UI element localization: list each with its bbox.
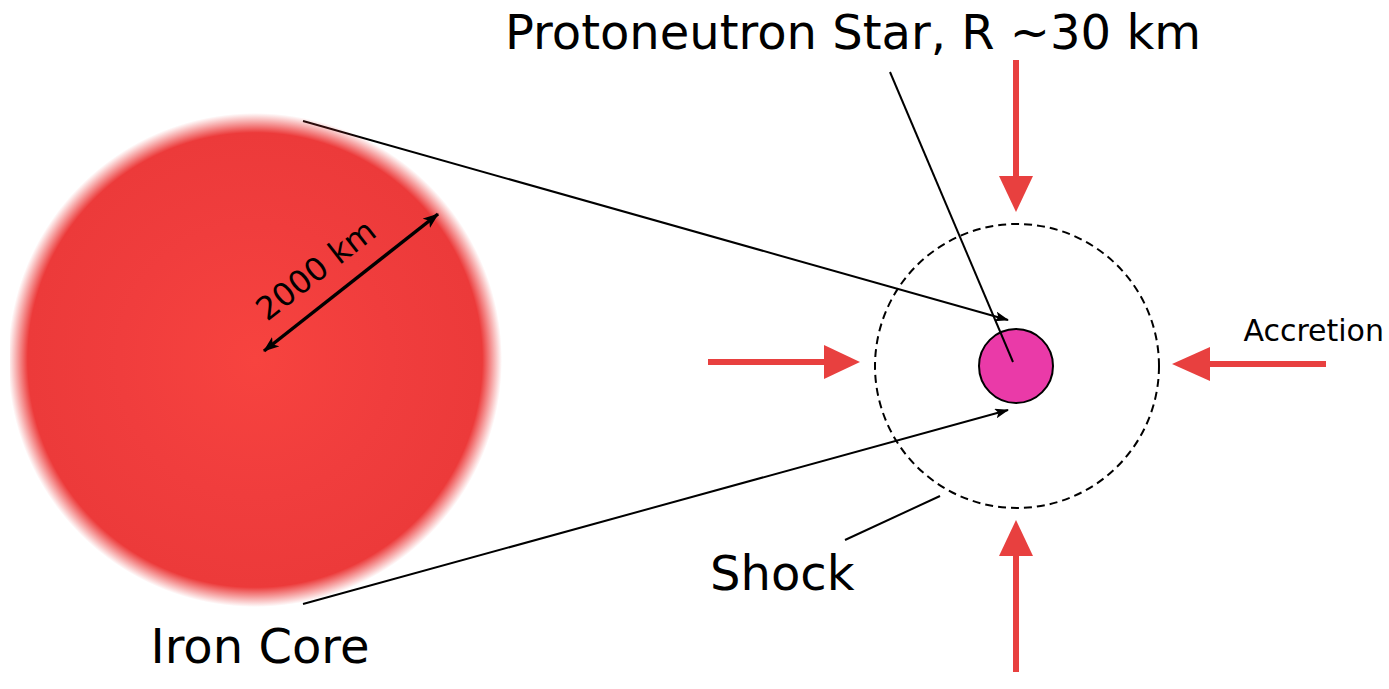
arrow-head <box>999 176 1033 212</box>
leader-line <box>845 496 940 540</box>
shock-front <box>875 224 1159 508</box>
arrow-head <box>824 345 860 379</box>
process-label: Accretion <box>1243 313 1384 349</box>
accretion-arrows <box>708 60 1326 672</box>
arrow-head <box>999 520 1033 556</box>
arrow-shaft <box>1208 361 1326 367</box>
part-label: Protoneutron Star, R ~30 km <box>505 4 1201 62</box>
core-disc <box>10 113 502 607</box>
arrow-shaft <box>708 359 826 365</box>
iron-core-shape <box>10 110 510 685</box>
part-label: Iron Core <box>10 618 510 676</box>
leader-line <box>890 72 1013 362</box>
protoneutron-star <box>979 329 1053 403</box>
part-label: Shock <box>710 545 854 603</box>
arrow-shaft <box>1013 60 1019 178</box>
arrow-head <box>1172 347 1210 381</box>
iron-core: 2000 kmIron Core <box>10 110 510 685</box>
arrow-shaft <box>1013 554 1019 672</box>
